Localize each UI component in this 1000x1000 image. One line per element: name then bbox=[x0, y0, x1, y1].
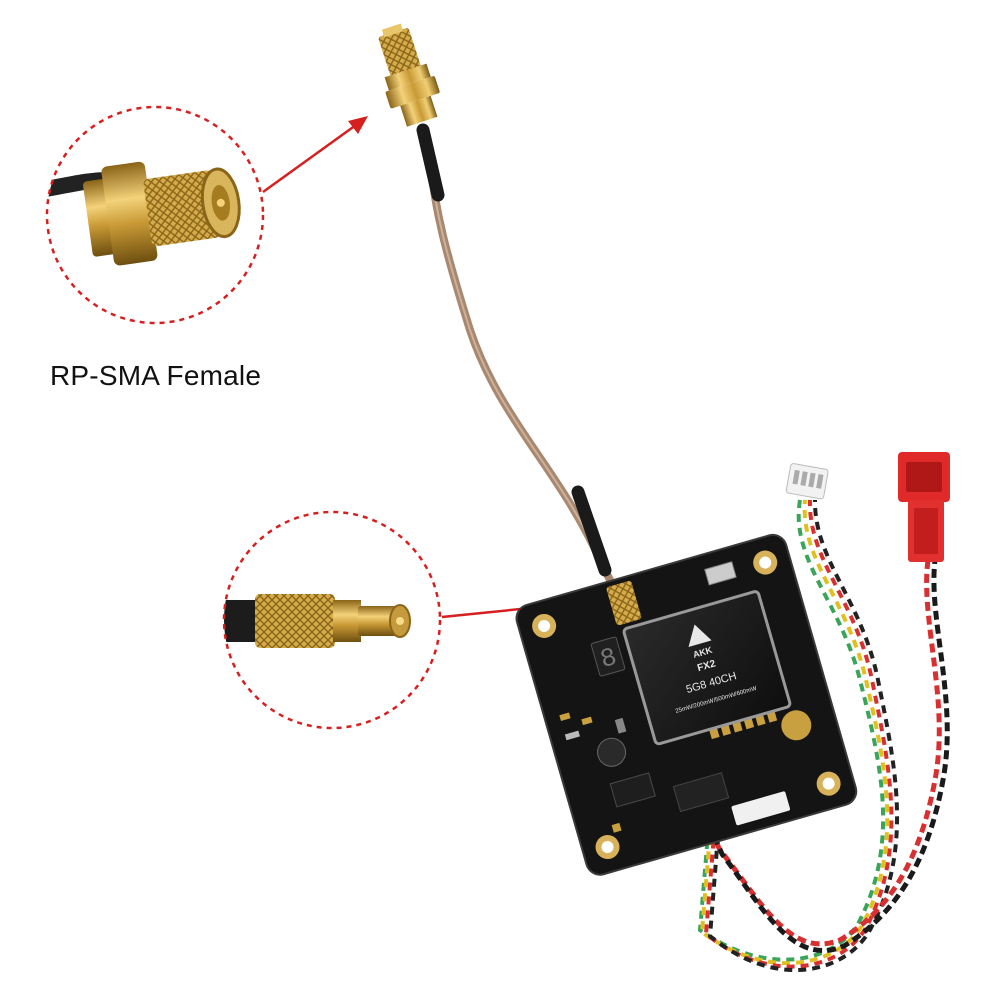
rf-shield-can bbox=[622, 590, 792, 746]
mmcx-zoom-callout bbox=[222, 510, 442, 730]
coax-cable bbox=[416, 123, 624, 604]
connector-caption: RP-SMA Female bbox=[50, 360, 262, 391]
signal-wire-harness bbox=[697, 499, 899, 972]
rp-sma-connector bbox=[378, 23, 440, 127]
shield-model-text: FX2 bbox=[696, 658, 717, 674]
jst-sh-connector bbox=[785, 463, 829, 500]
callout-arrow-top bbox=[262, 116, 368, 194]
power-wires bbox=[702, 559, 950, 954]
rp-sma-zoom-callout bbox=[45, 105, 265, 325]
red-jst-power-connector bbox=[898, 452, 950, 562]
vtx-pcb: 8 AKK FX2 5G8 40CH 25mW/200mW/500mW/600m… bbox=[515, 533, 858, 876]
